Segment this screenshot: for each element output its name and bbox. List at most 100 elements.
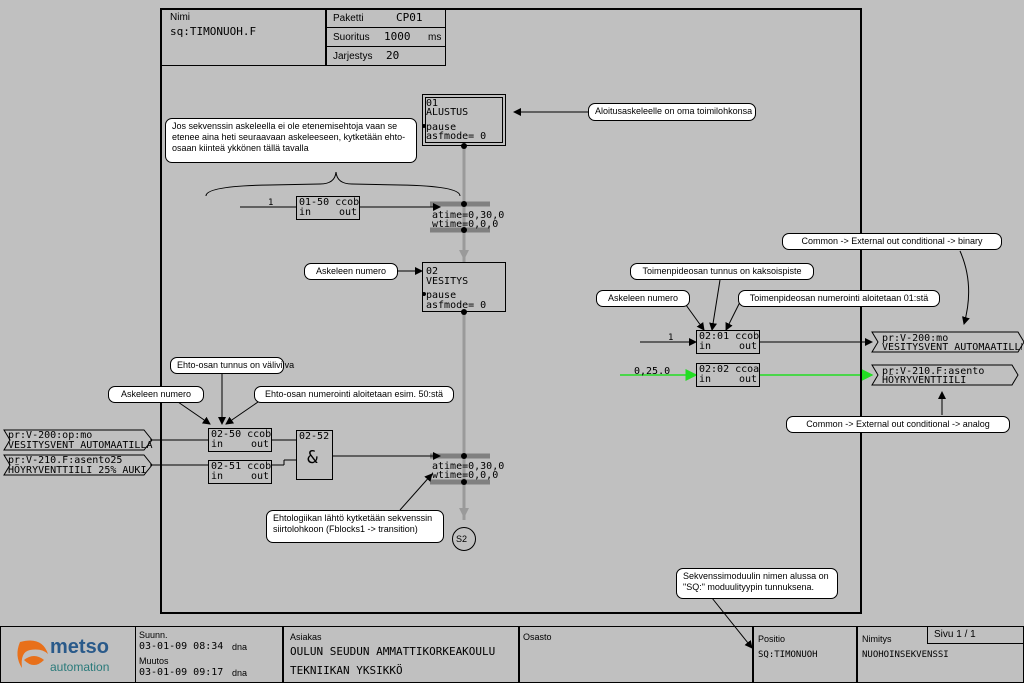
transition-1-wtime: wtime=0,0,0 (432, 219, 499, 230)
block-0202-input: 0,25.0 (634, 366, 671, 377)
tb-muutos-by: dna (232, 668, 248, 678)
callout-condition-logic: Ehtologiikan lähtö kytketään sekvenssin … (266, 510, 444, 543)
block-0150[interactable]: 01-50 ccob in out (296, 196, 360, 220)
step-01-inner (425, 97, 503, 143)
block-0202-title: 02:02 ccoa (699, 364, 760, 375)
callout-common-binary: Common -> External out conditional -> bi… (782, 233, 1002, 250)
logo-name: metso (50, 636, 109, 658)
block-0150-in: in (299, 207, 312, 218)
block-0250-title: 02-50 ccob (211, 429, 272, 440)
input-tag-v200-line1: pr:V-200:op:mo (8, 430, 93, 441)
callout-step-number-1: Askeleen numero (304, 263, 398, 280)
callout-module-name: Sekvenssimoduulin nimen alussa on "SQ:" … (676, 568, 838, 599)
and-block[interactable]: 02-52 & (296, 430, 333, 480)
block-0201-input: 1 (668, 333, 674, 343)
tb-positio-value: SQ:TIMONUOH (758, 650, 818, 660)
logo-sub: automation (50, 660, 110, 674)
tb-asiakas-line2: TEKNIIKAN YKSIKKÖ (290, 664, 403, 677)
tb-nimitys-value: NUOHOINSEKVENSSI (862, 650, 949, 660)
tb-nimitys-label: Nimitys (862, 634, 892, 644)
callout-init-step: Aloitusaskeleelle on oma toimilohkonsa (588, 103, 756, 121)
input-tag-v200-line2: VESITYSVENT AUTOMAATILLA (8, 440, 153, 451)
callout-action-numbering: Toimenpideosan numerointi aloitetaan 01:… (738, 290, 940, 307)
block-0251-in: in (211, 471, 224, 482)
tb-muutos-value: 03-01-09 09:17 (139, 667, 224, 678)
callout-step-number-3: Askeleen numero (596, 290, 690, 307)
step-02-name: VESITYS (426, 276, 469, 287)
callout-condition-id: Ehto-osan tunnus on väliviiva (170, 357, 294, 374)
header-package-value: CP01 (396, 11, 423, 24)
header-order-value: 20 (386, 49, 400, 62)
tb-osasto-label: Osasto (523, 632, 552, 642)
output-tag-v210[interactable]: pr:V-210.F:asento HÖYRYVENTTIILI (872, 365, 1020, 386)
tb-suunn-value: 03-01-09 08:34 (139, 641, 224, 652)
tb-sivu: Sivu 1 / 1 (934, 629, 976, 640)
header-exec-value: 1000 (384, 30, 411, 43)
block-0150-out: out (338, 207, 357, 218)
callout-condition-numbering: Ehto-osan numerointi aloitetaan esim. 50… (254, 386, 454, 403)
header-order-label: Jarjestys (333, 51, 373, 62)
header-exec-unit: ms (428, 32, 442, 43)
header-row-sep2 (326, 46, 446, 47)
tb-asiakas-line1: OULUN SEUDUN AMMATTIKORKEAKOULU (290, 645, 496, 658)
transition-1-atime: atime=0,30,0 (432, 210, 505, 221)
block-0202-out: out (738, 374, 757, 385)
input-tag-v200[interactable]: pr:V-200:op:mo VESITYSVENT AUTOMAATILLA (4, 430, 153, 451)
header-name-label: Nimi (170, 12, 190, 23)
transition-2-atime: atime=0,30,0 (432, 461, 505, 472)
tb-suunn-by: dna (232, 642, 248, 652)
callout-step-number-2: Askeleen numero (108, 386, 204, 403)
callout-no-conditions: Jos sekvenssin askeleella ei ole etenemi… (165, 118, 417, 163)
block-0251-out: out (250, 471, 269, 482)
header-row-sep1 (326, 27, 446, 28)
output-tag-v210-line2: HÖYRYVENTTIILI (882, 375, 967, 386)
transition-2-wtime: wtime=0,0,0 (432, 470, 499, 481)
tb-suunn-label: Suunn. (139, 630, 168, 640)
input-tag-v210-line2: HÖYRYVENTTIILI 25% AUKI (8, 465, 147, 476)
output-tag-v200-line1: pr:V-200:mo (882, 333, 949, 344)
header-name-value: sq:TIMONUOH.F (170, 25, 257, 38)
input-tag-v210[interactable]: pr:V-210.F:asento25 HÖYRYVENTTIILI 25% A… (4, 455, 152, 476)
callout-action-id: Toimenpideosan tunnus on kaksoispiste (630, 263, 814, 280)
header-info-box (326, 8, 446, 66)
block-0250-in: in (211, 439, 224, 450)
diagram-frame (160, 8, 862, 614)
step-01-number: 01 (426, 98, 439, 109)
block-0202[interactable]: 02:02 ccoa in out (696, 363, 760, 387)
header-package-label: Paketti (333, 13, 364, 24)
step-02-asfmode: asfmode= 0 (426, 300, 487, 311)
and-symbol: & (307, 447, 318, 468)
input-tag-v210-line1: pr:V-210.F:asento25 (8, 455, 123, 466)
metso-logo: metso automation (10, 632, 130, 678)
block-0201[interactable]: 02:01 ccob in out (696, 330, 760, 354)
block-0251[interactable]: 02-51 ccob in out (208, 460, 272, 484)
block-0150-input: 1 (268, 198, 274, 208)
step-01-block[interactable]: 01 ALUSTUS pause asfmode= 0 (422, 94, 506, 146)
step-01-asfmode: asfmode= 0 (426, 131, 487, 142)
step-02-pause: pause (426, 290, 457, 301)
block-0250-out: out (250, 439, 269, 450)
and-block-title: 02-52 (299, 431, 330, 442)
block-0250[interactable]: 02-50 ccob in out (208, 428, 272, 452)
output-tag-v200[interactable]: pr:V-200:mo VESITYSVENT AUTOMAATILLE (872, 332, 1022, 353)
step-01-pause: pause (426, 122, 457, 133)
step-02-block[interactable]: 02 VESITYS pause asfmode= 0 (422, 262, 506, 312)
tb-col-osasto (519, 626, 753, 683)
header-name-box (160, 8, 326, 66)
block-0201-out: out (738, 341, 757, 352)
metso-logo-icon (17, 640, 48, 668)
step-01-name: ALUSTUS (426, 107, 469, 118)
block-0201-in: in (699, 341, 712, 352)
chain-arrows (459, 250, 469, 518)
step-02-number: 02 (426, 266, 439, 277)
header-exec-label: Suoritus (333, 32, 370, 43)
output-tag-v210-line1: pr:V-210.F:asento (882, 366, 985, 377)
tb-asiakas-label: Asiakas (290, 632, 322, 642)
block-0251-title: 02-51 ccob (211, 461, 272, 472)
final-step-circle[interactable]: S2 (452, 527, 476, 551)
tb-muutos-label: Muutos (139, 656, 169, 666)
output-tag-v200-line2: VESITYSVENT AUTOMAATILLE (882, 342, 1022, 353)
final-step-label: S2 (456, 534, 468, 544)
block-0202-in: in (699, 374, 712, 385)
